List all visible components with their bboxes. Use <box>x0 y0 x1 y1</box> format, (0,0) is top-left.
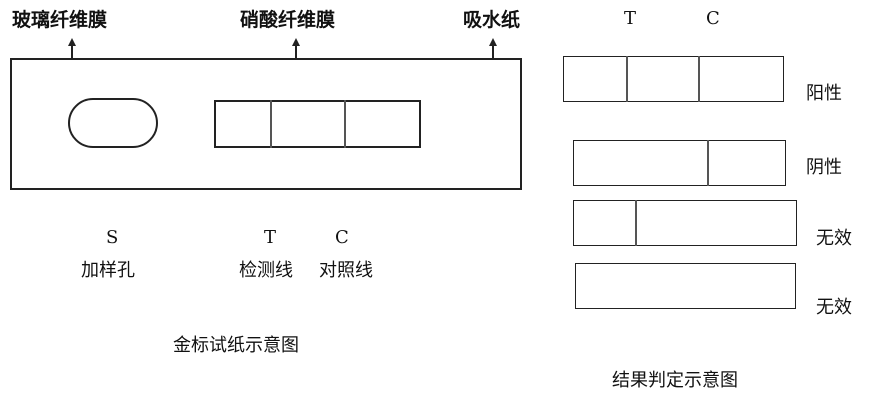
results-t-letter: T <box>624 8 637 29</box>
strip-caption: 金标试纸示意图 <box>173 335 299 356</box>
nitrocellulose-label: 硝酸纤维膜 <box>240 9 336 31</box>
absorbent-paper-label: 吸水纸 <box>463 9 521 31</box>
s-letter: S <box>106 227 119 248</box>
control-line-label: 对照线 <box>319 260 373 281</box>
strip-control-line <box>344 100 346 148</box>
result-label-negative: 阴性 <box>806 157 842 178</box>
results-caption: 结果判定示意图 <box>612 370 738 391</box>
t-letter: T <box>264 227 277 248</box>
sample-well-shape <box>68 98 158 148</box>
sample-well-label: 加样孔 <box>81 260 135 281</box>
test-line-label: 检测线 <box>239 260 293 281</box>
negative-c-line <box>707 140 709 186</box>
result-row-negative <box>573 140 786 186</box>
result-row-positive <box>563 56 784 102</box>
result-label-positive: 阳性 <box>806 83 842 104</box>
strip-test-line <box>270 100 272 148</box>
results-c-letter: C <box>706 8 720 29</box>
result-label-invalid-2: 无效 <box>816 297 852 318</box>
result-row-invalid-none <box>575 263 796 309</box>
membrane-window <box>214 100 421 148</box>
glass-fiber-label: 玻璃纤维膜 <box>12 9 108 31</box>
result-row-invalid-t-only <box>573 200 797 246</box>
invalid-t-line <box>635 200 637 246</box>
c-letter: C <box>335 227 349 248</box>
result-label-invalid-1: 无效 <box>816 228 852 249</box>
positive-c-line <box>698 56 700 102</box>
positive-t-line <box>626 56 628 102</box>
